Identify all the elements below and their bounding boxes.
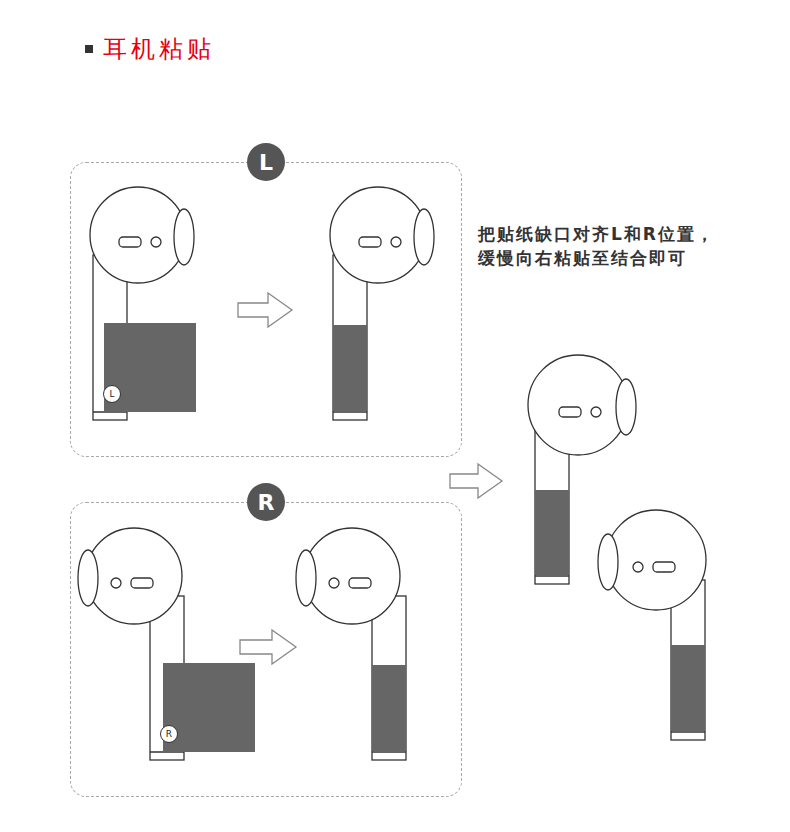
result-arrow — [450, 464, 502, 498]
speaker-slot — [131, 578, 153, 588]
sensor-dot — [111, 578, 121, 588]
speaker-slot — [119, 237, 141, 247]
speaker-slot — [653, 562, 675, 572]
applied-sticker — [333, 325, 367, 411]
earbud-head — [330, 187, 426, 283]
step-arrow — [240, 630, 296, 664]
sensor-dot — [633, 562, 643, 572]
earbud — [90, 187, 196, 420]
speaker-slot — [559, 407, 581, 417]
title-bullet — [85, 45, 93, 53]
sticker-sheet — [104, 323, 196, 412]
side-badge: L — [247, 143, 285, 181]
stem-band — [333, 411, 367, 412]
earbud-head — [528, 355, 628, 455]
earbud-head — [86, 528, 182, 624]
side-badge: R — [247, 483, 285, 521]
sensor-dot — [391, 237, 401, 247]
applied-sticker — [671, 645, 705, 731]
speaker-slot — [349, 578, 371, 588]
earbud — [330, 187, 434, 420]
side-marker: L — [103, 385, 121, 403]
step-arrows — [238, 293, 502, 664]
sensor-dot — [151, 237, 161, 247]
earbud — [296, 528, 406, 760]
applied-sticker — [535, 490, 569, 575]
ear-tip — [598, 534, 618, 590]
ear-tip — [174, 209, 194, 265]
stem-band — [671, 731, 705, 732]
stem-band — [535, 575, 569, 576]
ear-tip — [616, 379, 636, 435]
side-marker: R — [160, 725, 178, 743]
earbud-head — [90, 187, 186, 283]
ear-tip — [414, 209, 434, 265]
side-letter: L — [109, 390, 114, 399]
earbud — [78, 528, 255, 760]
earbud-drawings — [78, 187, 706, 760]
sticker-sheet — [163, 663, 255, 752]
earbud-head — [606, 510, 706, 610]
sensor-dot — [329, 578, 339, 588]
earbud-stem — [372, 596, 406, 760]
ear-tip — [296, 550, 316, 606]
sensor-dot — [591, 407, 601, 417]
step-arrow — [238, 293, 292, 327]
step-panel: RR — [70, 502, 462, 797]
earbud-head — [304, 528, 400, 624]
side-letter: R — [166, 730, 172, 739]
applied-sticker — [372, 665, 406, 751]
title: 耳机粘贴 — [103, 33, 215, 65]
instruction-note: 把贴纸缺口对齐L和R位置， 缓慢向右粘贴至结合即可 — [478, 222, 790, 270]
step-panel: LL — [70, 162, 462, 457]
speaker-slot — [359, 237, 381, 247]
earbud — [598, 510, 706, 740]
ear-tip — [78, 550, 98, 606]
stem-band — [372, 751, 406, 752]
